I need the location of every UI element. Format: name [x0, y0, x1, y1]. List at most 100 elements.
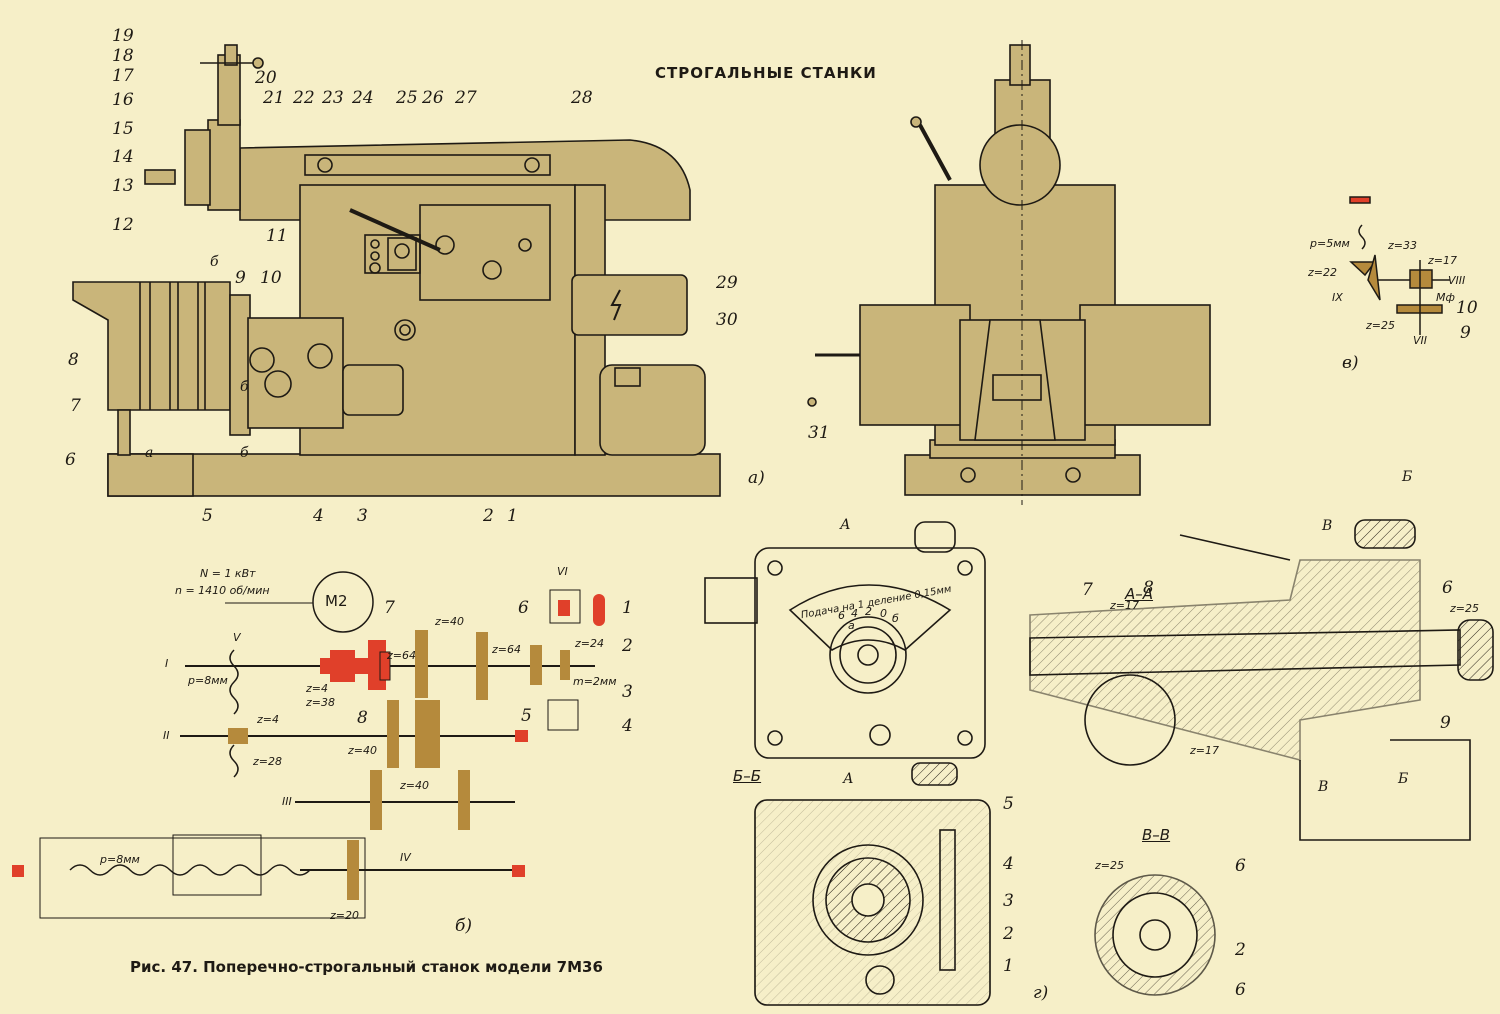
callout-b-8: 8 — [357, 708, 368, 728]
vv-callout-6-bottom: 6 — [1235, 980, 1246, 1000]
bb-callout-4: 4 — [1003, 854, 1014, 874]
gear-z40-I — [415, 630, 428, 698]
callout-6: 6 — [65, 450, 76, 470]
shaft-IX-label: IX — [1332, 291, 1343, 304]
motor-m2-label: M2 — [325, 592, 348, 610]
section-vv-title: В–В — [1142, 826, 1171, 844]
front-view-machine — [807, 40, 1211, 505]
subfigure-g-label: г) — [1033, 983, 1049, 1003]
feed-motor — [342, 364, 404, 416]
bb-callout-2: 2 — [1003, 924, 1014, 944]
callout-b-1: 1 — [622, 598, 633, 618]
motor-speed-label: n = 1410 об/мин — [175, 584, 270, 597]
column-upper-box — [419, 204, 551, 301]
gear-z40-bottom-label: z=40 — [400, 779, 429, 792]
callout-v-10: 10 — [1456, 298, 1478, 318]
gear-z24-label: z=24 — [575, 637, 604, 650]
tool-head — [207, 119, 241, 211]
end-knob-aa — [1457, 619, 1494, 681]
motor-power-label: N = 1 кВт — [200, 567, 256, 580]
shaft-VI-label: VI — [557, 565, 568, 578]
callout-4: 4 — [313, 506, 324, 526]
knob-top — [914, 521, 956, 553]
callout-1: 1 — [507, 506, 518, 526]
red-end-IV-right — [512, 865, 525, 877]
callout-13: 13 — [112, 176, 134, 196]
motor-m2-circle — [312, 571, 374, 633]
callout-24: 24 — [352, 88, 374, 108]
callout-b-7: 7 — [384, 598, 395, 618]
callout-28: 28 — [571, 88, 593, 108]
front-table-right — [1079, 304, 1211, 426]
vv-callout-6-top: 6 — [1235, 856, 1246, 876]
gear-block-II — [415, 700, 440, 768]
aa-callout-8: 8 — [1143, 578, 1154, 598]
callout-b-2: 2 — [622, 636, 633, 656]
callout-12: 12 — [112, 215, 134, 235]
callout-v-9: 9 — [1460, 323, 1471, 343]
dial-scale-2: 2 — [865, 605, 872, 618]
callout-b-6: 6 — [518, 598, 529, 618]
callout-25: 25 — [396, 88, 418, 108]
pitch-label: p=5мм — [1310, 237, 1350, 250]
kinematic-scheme — [12, 571, 605, 919]
section-mark-b-bottom: Б — [1398, 771, 1409, 787]
dial-scale-4: 4 — [851, 607, 858, 620]
callout-23: 23 — [322, 88, 344, 108]
shaft-II-label: II — [163, 729, 170, 742]
callout-17: 17 — [112, 66, 134, 86]
callout-18: 18 — [112, 46, 134, 66]
feed-box-front — [754, 547, 986, 759]
callout-3: 3 — [357, 506, 368, 526]
dial-scale-0: 0 — [880, 607, 887, 620]
callout-27: 27 — [455, 88, 477, 108]
front-table-left — [859, 304, 971, 426]
gear-z40-left-label: z=40 — [348, 744, 377, 757]
bb-callout-3: 3 — [1003, 891, 1014, 911]
aa-callout-6: 6 — [1442, 578, 1453, 598]
section-mark-v-top: В — [1322, 518, 1333, 534]
clapper-box — [184, 129, 211, 206]
control-panel — [364, 234, 421, 274]
gear-z40-III-a — [370, 770, 382, 830]
callout-5: 5 — [202, 506, 213, 526]
module-label: m=2мм — [573, 675, 617, 688]
gear-z22-label: z=22 — [1308, 266, 1337, 279]
callout-19: 19 — [112, 26, 134, 46]
apron — [247, 317, 344, 429]
vv-callout-2: 2 — [1235, 940, 1246, 960]
gear-z20-label: z=20 — [330, 909, 359, 922]
gear-z40-top-label: z=40 — [435, 615, 464, 628]
gear-z24 — [560, 650, 570, 680]
header-title: СТРОГАЛЬНЫЕ СТАНКИ — [655, 64, 877, 82]
bb-callout-1: 1 — [1003, 956, 1014, 976]
callout-9: 9 — [235, 268, 246, 288]
shaft-V-label: V — [233, 631, 241, 644]
gear-z4-label: z=4 — [306, 682, 328, 695]
section-mark-a-bottom: А — [843, 771, 854, 787]
electrical-cabinet — [571, 274, 688, 336]
feed-mechanism-views — [704, 519, 1494, 1006]
callout-30: 30 — [716, 310, 738, 330]
callout-11: 11 — [266, 226, 288, 246]
machine-base — [107, 453, 721, 497]
section-aa-title: А–А — [1125, 585, 1154, 603]
callout-b-3: 3 — [622, 682, 633, 702]
aa-callout-7: 7 — [1082, 580, 1093, 600]
callout-10: 10 — [260, 268, 282, 288]
callout-20: 20 — [255, 68, 277, 88]
aa-gear-z17-bottom: z=17 — [1190, 744, 1219, 757]
callout-21: 21 — [263, 88, 285, 108]
callout-31: 31 — [808, 423, 830, 443]
callout-29: 29 — [716, 273, 738, 293]
knob-bb — [911, 762, 958, 786]
mark-b-2: б — [240, 379, 249, 395]
callout-8: 8 — [68, 350, 79, 370]
gear-z64-right-label: z=64 — [492, 643, 521, 656]
red-end-II — [515, 730, 528, 742]
callout-26: 26 — [422, 88, 444, 108]
base-foot-left — [107, 453, 194, 497]
work-table — [72, 281, 231, 411]
bb-callout-5: 5 — [1003, 794, 1014, 814]
